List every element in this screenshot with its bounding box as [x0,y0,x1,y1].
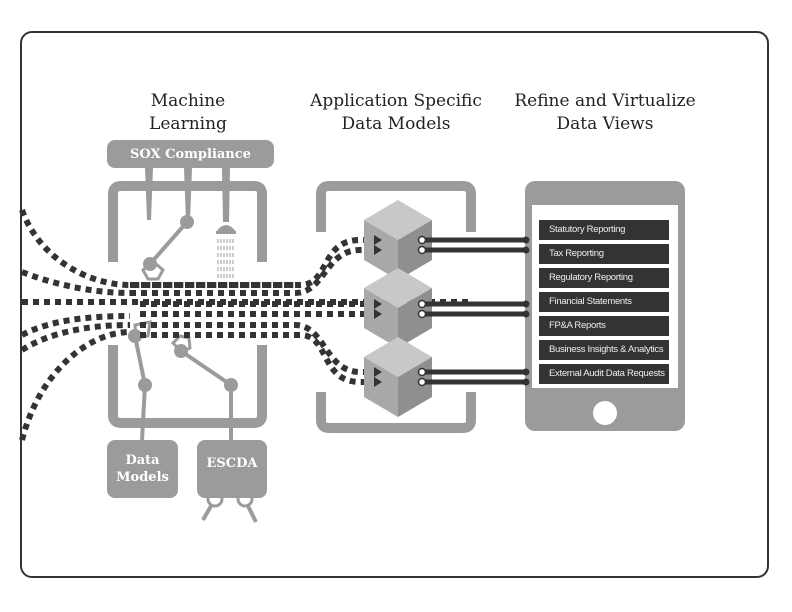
link-port [417,299,427,309]
link-port [417,245,427,255]
arrow-icon [374,309,382,319]
sox-compliance-tag: SOX Compliance [107,140,274,168]
report-item: External Audit Data Requests [539,364,669,384]
arrow-icon [374,235,382,245]
flow-path [19,329,131,441]
arrow-icon [374,299,382,309]
data-cube-icon [364,200,432,280]
link-port [417,377,427,387]
report-item: FP&A Reports [539,316,669,336]
arrow-icon [374,367,382,377]
report-item: Tax Reporting [539,244,669,264]
cube-device-links [374,235,530,387]
robotic-arm-icon [141,215,194,281]
flow-path [130,237,372,288]
link-port [522,368,530,376]
link-port [522,236,530,244]
diagram-frame [20,31,769,578]
data-flow-dots [19,208,470,441]
escda-tag: ESCDA [197,440,267,498]
report-item: Regulatory Reporting [539,268,669,288]
link-port [417,367,427,377]
flow-path [19,208,300,288]
heading-application-specific-data-models: Application Specific Data Models [310,91,482,134]
arrow-icon [374,245,382,255]
link-port [522,310,530,318]
link-port [417,309,427,319]
flow-path [140,332,372,385]
report-item: Financial Statements [539,292,669,312]
arrow-icon [374,377,382,387]
robotic-arm-icon [128,320,152,441]
data-models-tag: Data Models [107,440,178,498]
report-item: Statutory Reporting [539,220,669,240]
flow-path [130,247,372,296]
flow-path [20,322,131,353]
app-models-frame [316,181,476,433]
link-port [417,235,427,245]
heading-refine-virtualize-data-views: Refine and Virtualize Data Views [514,91,696,134]
link-port [522,378,530,386]
report-item: Business Insights & Analytics [539,340,669,360]
link-port [522,246,530,254]
shower-head-icon [216,225,236,280]
data-cube-icon [364,337,432,417]
flow-path [140,322,372,375]
sox-connectors [145,168,230,222]
home-button-icon [593,401,617,425]
link-port [522,300,530,308]
heading-machine-learning: Machine Learning [149,91,227,134]
